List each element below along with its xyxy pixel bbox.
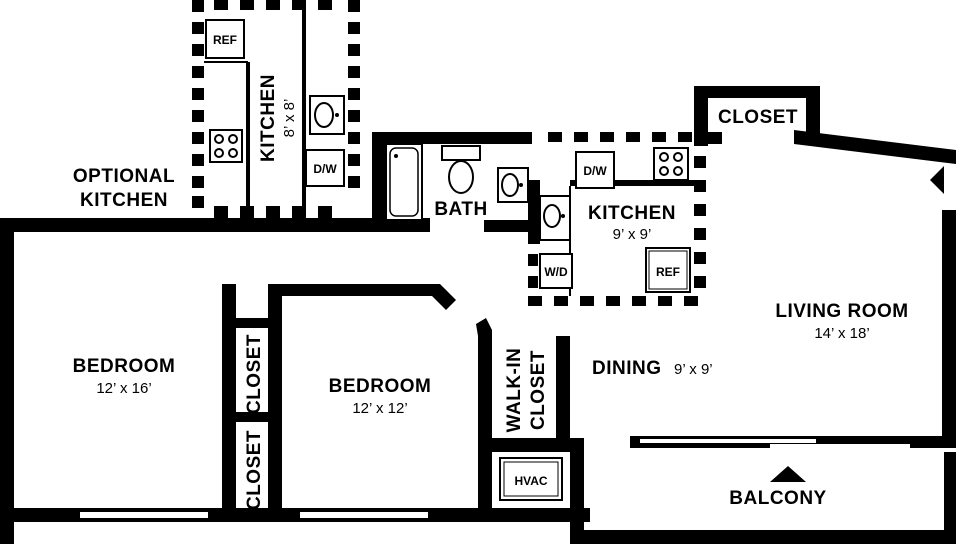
kitchen-ref-label: REF [656,265,680,279]
optional-kitchen-label-line2: KITCHEN [80,190,168,211]
optional-kitchen-label-line1: OPTIONAL [73,166,175,187]
window-bedroom-2 [300,512,428,518]
kitchen-dishwasher [575,151,615,189]
optional-kitchen-left-dashes [192,0,204,208]
optional-stove-icon [209,129,243,163]
wall-bottom [0,508,590,522]
bath-sink-icon [497,167,529,203]
washer-dryer [539,253,573,289]
dining-dims: 9’ x 9’ [674,361,713,378]
wall-bedroom2-right [476,318,492,508]
living-room-label: LIVING ROOM [775,301,908,322]
living-room-dims: 14’ x 18’ [814,325,869,342]
optional-kitchen-top-dashes [214,0,332,10]
window-bedroom-1 [80,512,208,518]
bedroom-2-label: BEDROOM [329,376,432,397]
closet-vertical-2-label: CLOSET [244,430,265,510]
wall-bath-bottom [484,220,540,232]
kitchen-top-dashes [548,132,692,142]
optional-kitchen-fixtures: REF D/W [204,10,345,212]
kitchen-sink-icon [539,195,571,241]
sliding-door-panel-2 [770,444,910,448]
optional-kitchen-room-name: KITCHEN [258,74,279,162]
wall-closet-top-roof [694,86,818,98]
kitchen-left-dashes [528,254,538,288]
kitchen-dw-label: D/W [583,164,607,178]
washer-dryer-label: W/D [544,265,568,279]
hvac-unit [499,457,563,501]
wall-left [0,218,14,544]
kitchen-dims: 9’ x 9’ [613,226,652,243]
balcony-arrow-icon [770,466,806,482]
entry-arrow-icon [930,166,944,194]
sliding-door-panel-1 [640,439,816,443]
bedroom-2-dims: 12’ x 12’ [352,400,407,417]
kitchen-refrigerator [645,247,691,293]
toilet-icon [441,145,481,194]
kitchen-right-dashes [694,156,706,288]
wall-bedroom2-left [268,284,282,508]
optional-kitchen-bottom-dashes [214,206,332,218]
kitchen-fixtures: D/W W/D REF [539,147,691,296]
kitchen-label: KITCHEN [588,203,676,224]
kitchen-bottom-dashes [528,296,698,306]
wall-closet-door-right [794,132,820,144]
wall-closet-top-left [694,86,708,146]
bath-fixtures [385,143,529,221]
optional-ref-label: REF [213,33,237,47]
wall-walkin-right [556,336,570,440]
optional-walls [192,0,706,306]
wall-closet-door-left [694,132,722,144]
wall-bedroom1-right [222,284,236,508]
wall-walkin-bottom [478,438,584,452]
wall-bedroom2-top [268,284,456,310]
wall-bath-left [372,132,386,232]
kitchen-stove-icon [653,147,689,181]
bedroom-1-label: BEDROOM [73,356,176,377]
optional-dw-label: D/W [313,162,337,176]
counter-kitchen-top [570,180,698,186]
optional-kitchen-room-dims: 8’ x 8’ [281,99,298,138]
balcony-label: BALCONY [729,488,826,509]
optional-sink-icon [309,95,345,135]
wall-bath-top [372,132,532,144]
wall-balcony-outer [570,438,956,544]
optional-dishwasher [305,149,345,187]
wall-closet-top-right [806,86,820,144]
closet-vertical-1-label: CLOSET [244,334,265,414]
dining-label: DINING [592,358,662,379]
wall-living-top [794,130,956,164]
wall-closet-divider [236,412,268,422]
wall-top-bedrooms [0,218,430,232]
wall-closet-top [236,318,268,328]
walk-in-closet-label-line2: CLOSET [528,350,549,430]
wall-right [942,210,956,438]
closet-top-label: CLOSET [718,107,798,128]
wall-bath-kitchen [528,180,540,244]
walls [0,86,956,544]
hvac-label: HVAC [514,474,547,488]
walk-in-closet-label-line1: WALK-IN [504,348,525,433]
bathtub-icon [385,143,423,221]
bath-label: BATH [434,199,487,220]
bedroom-1-dims: 12’ x 16’ [96,380,151,397]
optional-refrigerator [205,19,245,59]
optional-kitchen-right-dashes [348,0,360,188]
